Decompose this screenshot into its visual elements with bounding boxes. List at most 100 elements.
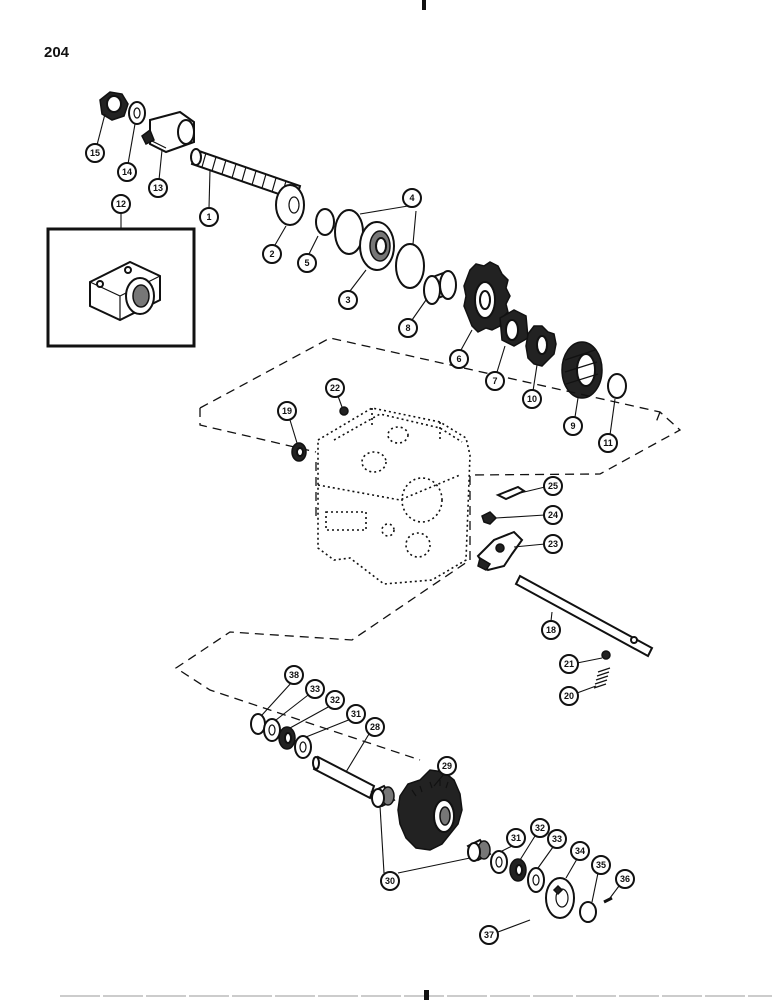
plug-part-22 (339, 406, 349, 416)
callout-31-lower: 31 (506, 828, 526, 848)
callout-number: 19 (282, 406, 292, 416)
clip-part-25 (495, 485, 527, 501)
callout-5: 5 (297, 253, 317, 273)
ball-part-21 (601, 650, 611, 660)
callout-22: 22 (325, 378, 345, 398)
callout-number: 18 (546, 625, 556, 635)
page-number: 204 (44, 44, 70, 61)
callout-23: 23 (543, 534, 563, 554)
seal-part-19 (291, 442, 307, 462)
washer-part-33-left (263, 718, 281, 742)
callout-number: 1 (206, 212, 211, 222)
callout-6: 6 (449, 349, 469, 369)
callout-number: 32 (330, 695, 340, 705)
cluster-gear-part-29 (397, 769, 463, 851)
callout-33-upper: 33 (305, 679, 325, 699)
callout-number: 34 (575, 846, 585, 856)
bearing-part-30-b (466, 838, 492, 862)
callout-12: 12 (111, 194, 131, 214)
pin-part-28 (312, 755, 376, 800)
callout-number: 2 (269, 249, 274, 259)
callout-number: 22 (330, 383, 340, 393)
washer-part-33-right (527, 867, 545, 893)
callout-8: 8 (398, 318, 418, 338)
callout-31-upper: 31 (346, 704, 366, 724)
ring-part-38 (250, 713, 266, 735)
callout-number: 3 (345, 295, 350, 305)
callout-number: 24 (548, 510, 558, 520)
snap-ring-part-5 (315, 208, 335, 236)
shift-rod-part-18 (514, 574, 654, 658)
bearing-part-32-left (278, 726, 296, 750)
bearing-part-3 (359, 221, 395, 271)
callout-32-upper: 32 (325, 690, 345, 710)
retainer-part-34 (545, 877, 575, 919)
washer-part-31-left (294, 735, 312, 759)
plate-part-35 (579, 901, 597, 923)
bolt-part-37 (497, 919, 531, 933)
callout-number: 8 (405, 323, 410, 333)
shaft-part-1 (190, 148, 302, 202)
callout-number: 15 (90, 148, 100, 158)
callout-number: 4 (409, 193, 414, 203)
callout-number: 36 (620, 874, 630, 884)
ring-part-4-a (334, 209, 364, 255)
callout-37: 37 (479, 925, 499, 945)
callout-28: 28 (365, 717, 385, 737)
callout-number: 10 (527, 394, 537, 404)
callout-11: 11 (598, 433, 618, 453)
callout-29: 29 (437, 756, 457, 776)
callout-number: 9 (570, 421, 575, 431)
washer-part-14 (128, 101, 146, 125)
leader-lines (96, 113, 620, 903)
nut-part-15 (99, 91, 129, 121)
callout-38: 38 (284, 665, 304, 685)
callout-32-lower: 32 (530, 818, 550, 838)
callout-number: 30 (385, 876, 395, 886)
yoke-part-13 (141, 110, 195, 154)
callout-1: 1 (199, 207, 219, 227)
sleeve-part-8 (423, 270, 457, 305)
hub-part-7 (499, 309, 529, 347)
flange-part-12 (89, 260, 161, 322)
callout-25: 25 (543, 476, 563, 496)
callout-30: 30 (380, 871, 400, 891)
screw-part-24 (481, 511, 498, 525)
callout-number: 13 (153, 183, 163, 193)
washer-part-31-right (490, 850, 508, 874)
callout-10: 10 (522, 389, 542, 409)
housing-outline-boundary (174, 337, 682, 761)
callout-number: 38 (289, 670, 299, 680)
pin-part-36 (603, 896, 613, 904)
callout-3: 3 (338, 290, 358, 310)
callout-number: 5 (304, 258, 309, 268)
snap-ring-part-11 (607, 373, 627, 399)
spring-part-20 (593, 667, 611, 689)
callout-33-lower: 33 (547, 829, 567, 849)
callout-14: 14 (117, 162, 137, 182)
callout-19: 19 (277, 401, 297, 421)
callout-20: 20 (559, 686, 579, 706)
callout-number: 33 (552, 834, 562, 844)
callout-9: 9 (563, 416, 583, 436)
callout-number: 37 (484, 930, 494, 940)
ring-part-4-b (395, 243, 425, 289)
disc-part-2 (275, 184, 305, 226)
callout-15: 15 (85, 143, 105, 163)
callout-number: 28 (370, 722, 380, 732)
callout-number: 31 (351, 709, 361, 719)
bearing-part-30-a (370, 784, 396, 808)
callout-number: 11 (603, 438, 613, 448)
callout-number: 6 (456, 354, 461, 364)
bearing-part-32-right (509, 858, 527, 882)
gear-part-10 (525, 325, 557, 367)
callout-number: 35 (596, 860, 606, 870)
callout-35: 35 (591, 855, 611, 875)
callout-number: 12 (116, 199, 126, 209)
callout-number: 14 (122, 167, 132, 177)
callout-4: 4 (402, 188, 422, 208)
callout-34: 34 (570, 841, 590, 861)
callout-number: 7 (492, 376, 497, 386)
callout-number: 29 (442, 761, 452, 771)
